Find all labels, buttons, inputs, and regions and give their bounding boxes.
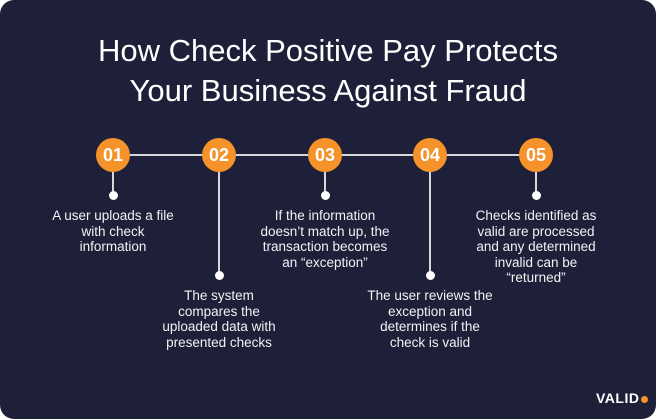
step-number-badge: 03: [308, 138, 342, 172]
step-description: A user uploads a file with check informa…: [52, 208, 174, 254]
title-line-2: Your Business Against Fraud: [129, 73, 527, 108]
step-dot: [214, 270, 224, 280]
title-line-1: How Check Positive Pay Protects: [97, 33, 558, 68]
step-dot: [425, 270, 435, 280]
valid-logo: VALID: [596, 390, 649, 406]
logo-dot-icon: [641, 396, 649, 403]
step-number-badge: 01: [96, 138, 130, 172]
step-description: The system compares the uploaded data wi…: [162, 288, 276, 350]
step-connector: [429, 160, 431, 275]
step-connector: [324, 160, 326, 195]
step-dot: [108, 190, 118, 200]
step-number-badge: 05: [519, 138, 553, 172]
step-number-badge: 02: [202, 138, 236, 172]
step-dot: [320, 190, 330, 200]
step-connector: [218, 160, 220, 275]
step-description: Checks identified as valid are processed…: [475, 208, 597, 285]
logo-text: VALID: [596, 390, 640, 406]
step-description: The user reviews the exception and deter…: [367, 288, 493, 350]
step-connector: [535, 160, 537, 195]
step-dot: [531, 190, 541, 200]
step-connector: [112, 160, 114, 195]
step-description: If the information doesn’t match up, the…: [260, 208, 390, 270]
step-number-badge: 04: [413, 138, 447, 172]
